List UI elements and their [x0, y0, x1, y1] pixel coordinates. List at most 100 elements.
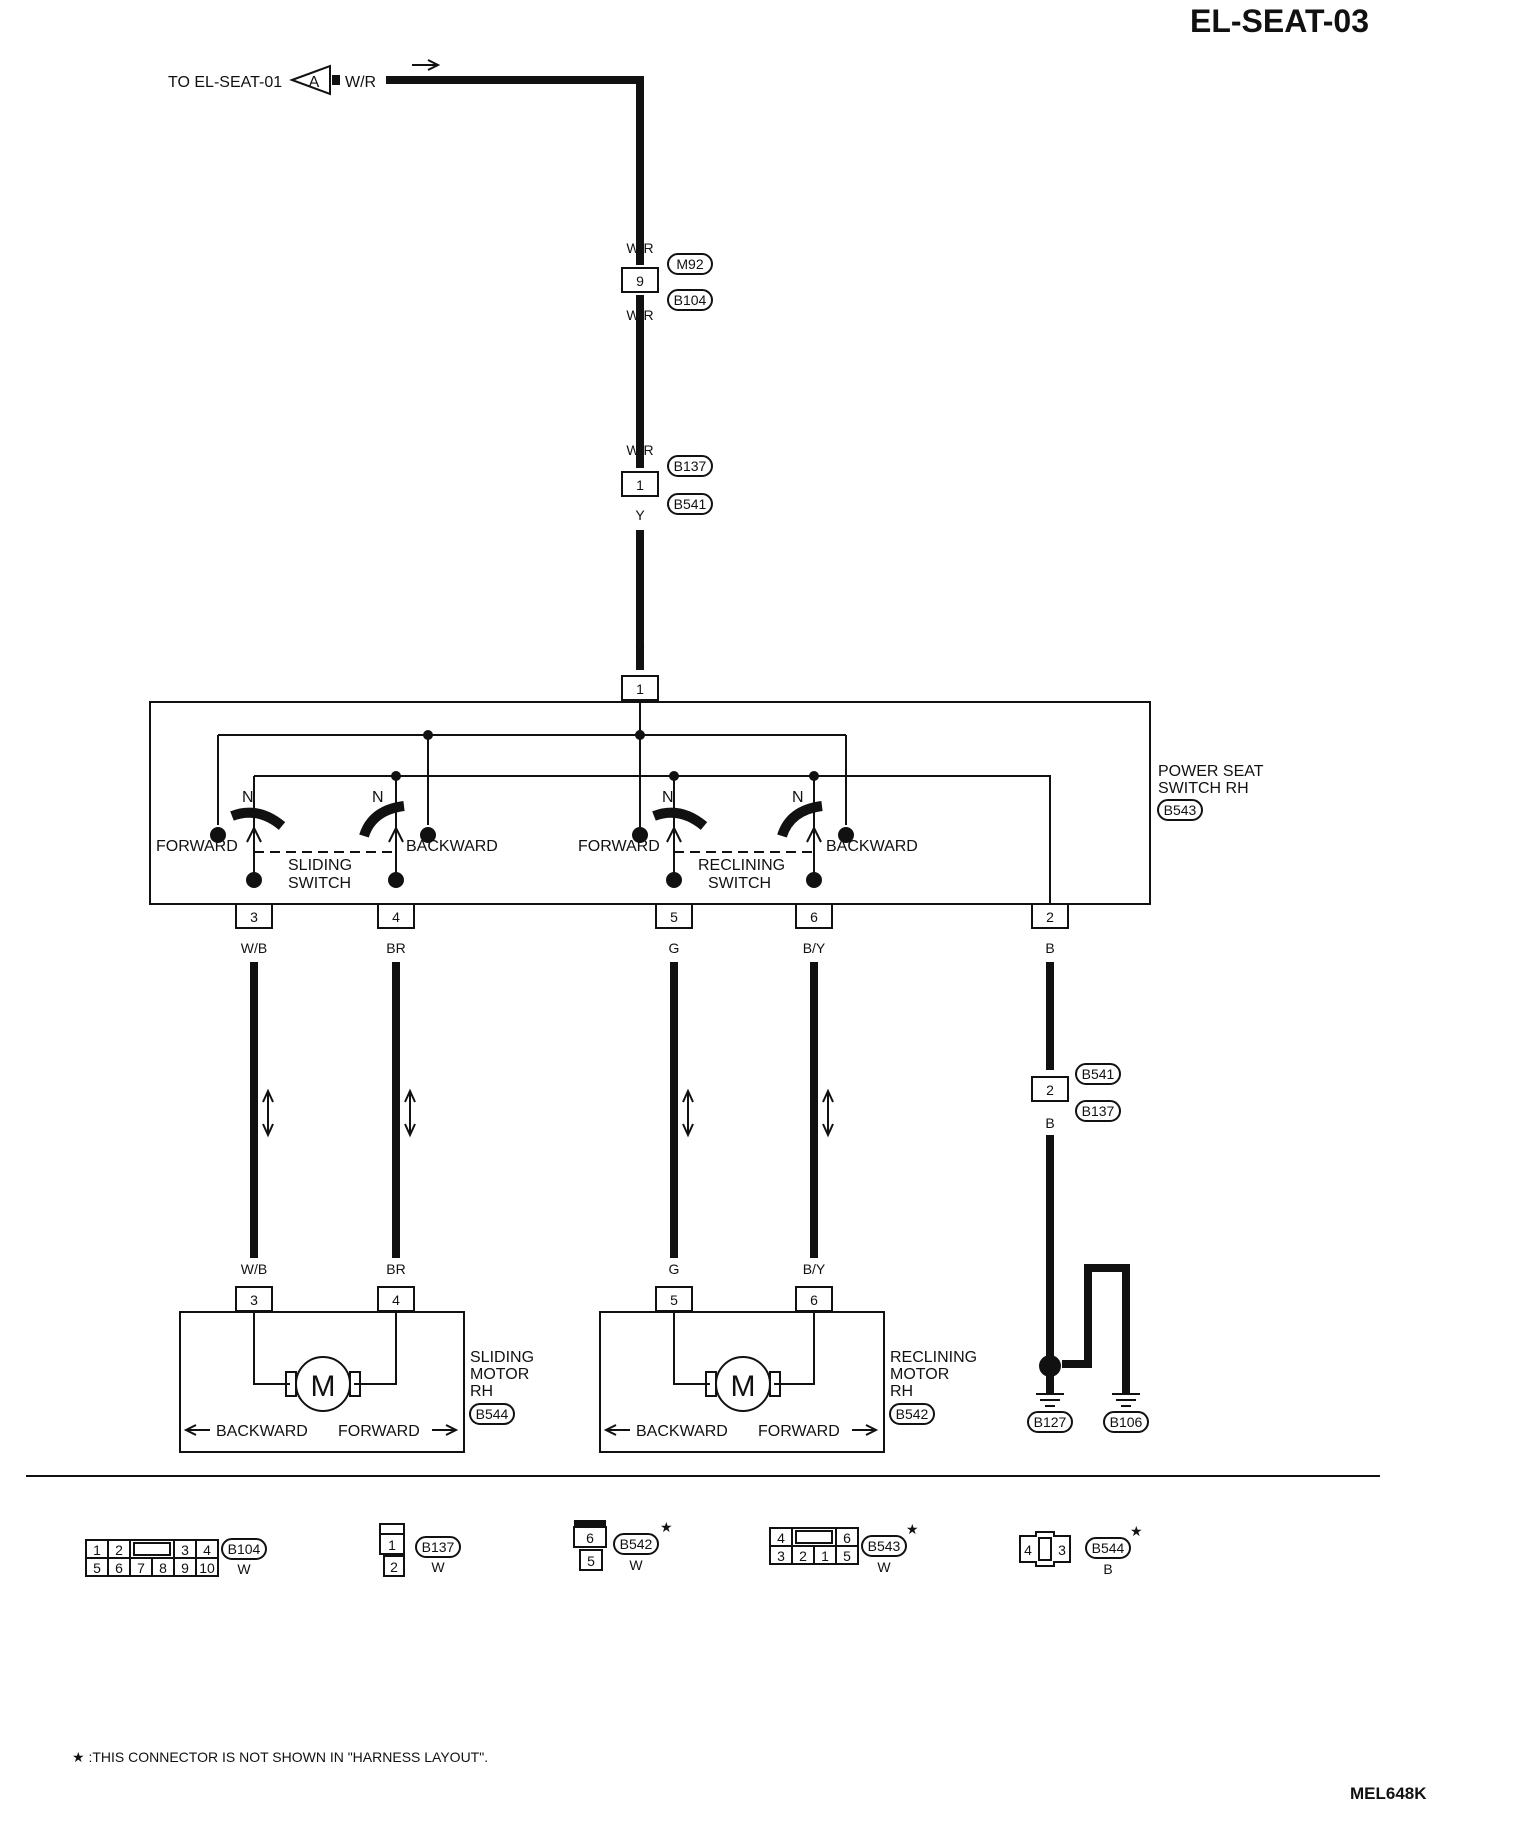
- wire-label: Y: [635, 643, 645, 659]
- switch-neutral: N: [662, 789, 674, 806]
- bidirectional-arrow-icon: [822, 1088, 834, 1138]
- bidirectional-arrow-icon: [262, 1088, 274, 1138]
- pin-label: 4: [777, 1530, 785, 1546]
- connector-code-label: B137: [1082, 1103, 1115, 1119]
- pin-label: 3: [250, 909, 258, 925]
- sliding-motor-label: SLIDING: [470, 1349, 534, 1366]
- connector-face-b104: 1 2 3 4 5 6 7 8 9 10 B104 W: [85, 1538, 267, 1577]
- pin-label: 9: [181, 1560, 189, 1576]
- switch-pin-5: [655, 903, 693, 929]
- connector-face-id: B542: [620, 1536, 653, 1552]
- reclining-forward: FORWARD: [578, 838, 660, 855]
- source-ref-text: TO EL-SEAT-01: [168, 74, 282, 91]
- sliding-backward: BACKWARD: [406, 838, 498, 855]
- motor-icon: [295, 1356, 351, 1412]
- ground-icon: [1112, 1393, 1140, 1407]
- motor-direction: BACKWARD: [216, 1423, 308, 1440]
- motor-pin-5: [655, 1286, 693, 1312]
- connector-face-id: B544: [1092, 1540, 1125, 1556]
- reclining-switch-label: SWITCH: [708, 875, 771, 892]
- connector-code-label: B541: [1082, 1066, 1115, 1082]
- connector-face-id: B543: [868, 1538, 901, 1554]
- pin-label: 2: [1046, 1082, 1054, 1098]
- figure-code: MEL648K: [1350, 1784, 1427, 1803]
- switch-arc: [230, 807, 286, 830]
- connector-code-b106: [1103, 1411, 1149, 1433]
- reclining-motor-label: RH: [890, 1383, 913, 1400]
- bidirectional-arrow-icon: [404, 1088, 416, 1138]
- sliding-motor-label: MOTOR: [470, 1366, 529, 1383]
- connector-m92-b104: [621, 267, 659, 293]
- ground-splice: [1039, 1355, 1061, 1377]
- motor-direction: FORWARD: [338, 1423, 420, 1440]
- pin-label: 1: [636, 477, 644, 493]
- connector-code-label: B127: [1034, 1414, 1067, 1430]
- source-ref-arrow: [289, 64, 331, 96]
- connector-code-label: B542: [896, 1406, 929, 1422]
- connector-face-b543: 4 6 3 2 1 5 B543 ★ W: [769, 1521, 919, 1575]
- sliding-forward: FORWARD: [156, 838, 238, 855]
- reclining-motor-label: MOTOR: [890, 1366, 949, 1383]
- arrow-right-icon: [432, 1424, 459, 1436]
- pin-label: 4: [203, 1542, 211, 1558]
- wire-label: G: [669, 1261, 680, 1277]
- contact: [420, 827, 436, 843]
- connector-face-color: W: [629, 1557, 643, 1573]
- switch-pin-4: [377, 903, 415, 929]
- arrow-left-icon: [603, 1424, 630, 1436]
- switch-pointer: [666, 825, 682, 880]
- wire-label: Y: [635, 507, 645, 523]
- wire-label: W/B: [241, 1261, 267, 1277]
- reclining-backward: BACKWARD: [826, 838, 918, 855]
- pin-label: 1: [388, 1537, 396, 1553]
- motor-direction: BACKWARD: [636, 1423, 728, 1440]
- pin-label: 4: [392, 909, 400, 925]
- pin-label: 2: [390, 1559, 398, 1575]
- switch-pointer: [806, 825, 822, 880]
- connector-face-color: W: [877, 1559, 891, 1575]
- connector-face-b137: 1 2 B137 W: [379, 1523, 461, 1577]
- pin-label: 2: [1046, 909, 1054, 925]
- switch-neutral: N: [792, 789, 804, 806]
- switch-pin-3: [235, 903, 273, 929]
- connector-face-star: ★: [1130, 1523, 1143, 1539]
- connector-code-b544: [469, 1403, 515, 1425]
- sliding-switch-label: SWITCH: [288, 875, 351, 892]
- motor-pin-6: [795, 1286, 833, 1312]
- connector-face-b542: 6 5 B542 ★ W: [573, 1519, 673, 1573]
- motor-direction: FORWARD: [758, 1423, 840, 1440]
- motor-wiring: [673, 1312, 815, 1385]
- pin-label: 10: [199, 1560, 215, 1576]
- internal-bus-1: [217, 702, 847, 840]
- pin-label: 3: [777, 1548, 785, 1564]
- junction: [809, 771, 819, 781]
- junction: [635, 730, 645, 740]
- flow-arrow-icon: [412, 59, 441, 71]
- pin-label: 6: [810, 1292, 818, 1308]
- motor-pin-4: [377, 1286, 415, 1312]
- wire-label: B: [1045, 940, 1054, 956]
- connector-face-id: B137: [422, 1539, 455, 1555]
- page-id: EL-SEAT-03: [1190, 3, 1369, 39]
- connector-code-label: B137: [674, 458, 707, 474]
- wire-label: W/R: [626, 442, 653, 458]
- connector-code-label: M92: [676, 256, 703, 272]
- pin-label: 7: [137, 1560, 145, 1576]
- pin-label: 9: [636, 273, 644, 289]
- arrow-right-icon: [852, 1424, 879, 1436]
- pin-label: 4: [1024, 1542, 1032, 1558]
- connector-code-m92: [667, 253, 713, 275]
- junction: [423, 730, 433, 740]
- pin-label: 6: [810, 909, 818, 925]
- switch-pin-1: [621, 675, 659, 701]
- pin-label: 3: [181, 1542, 189, 1558]
- switch-box: [149, 701, 1151, 905]
- pin-label: 2: [799, 1548, 807, 1564]
- switch-pin-6: [795, 903, 833, 929]
- wire-label: W/R: [626, 240, 653, 256]
- pin-label: 6: [843, 1530, 851, 1546]
- arrow-left-icon: [183, 1424, 210, 1436]
- pin-label: 5: [93, 1560, 101, 1576]
- pin-label: 1: [821, 1548, 829, 1564]
